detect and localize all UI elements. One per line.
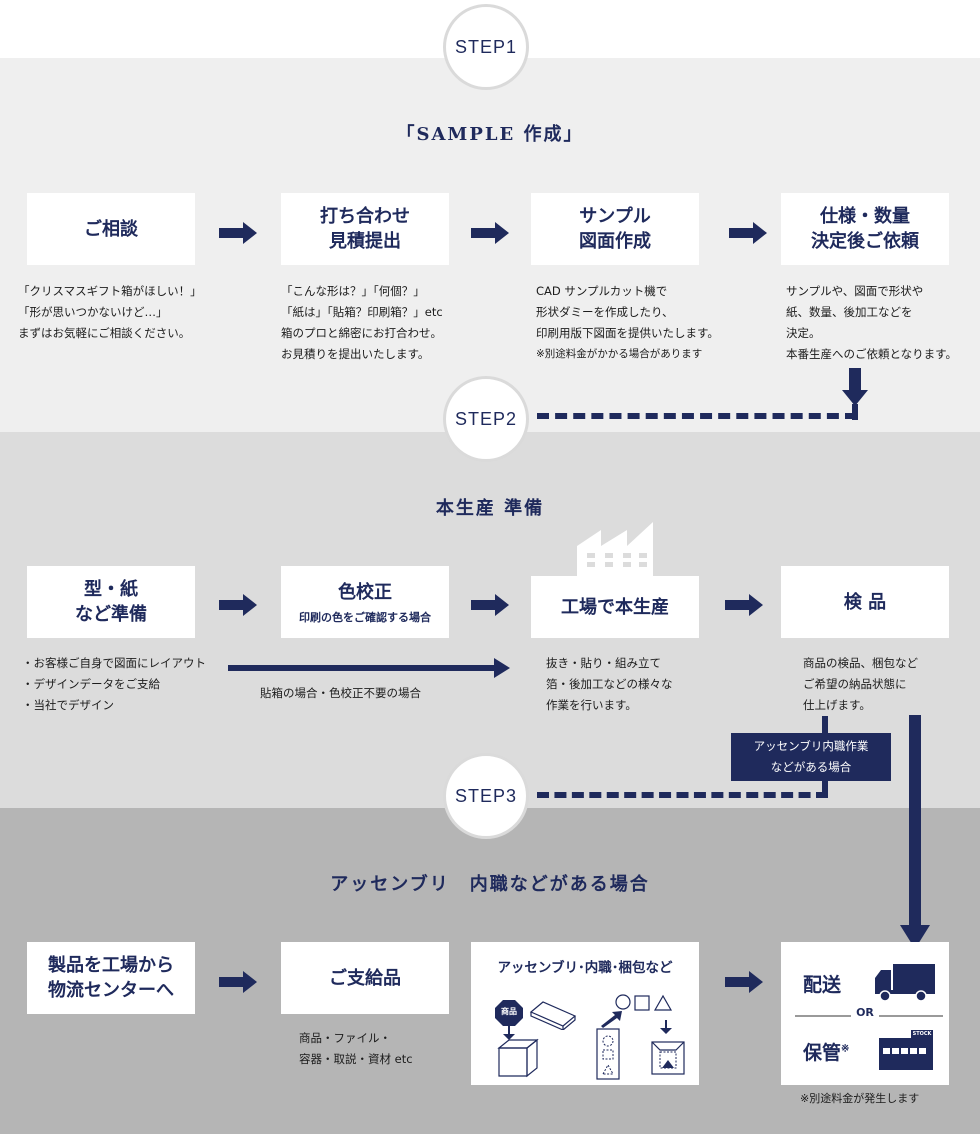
box-label: 打ち合わせ xyxy=(320,206,410,227)
divider xyxy=(879,1015,943,1017)
section1-title: 「SAMPLE 作成」 xyxy=(396,124,584,145)
arrow-right-icon xyxy=(729,222,767,244)
arrow-right-icon xyxy=(725,594,763,616)
meeting-description: 「こんな形は？」「何個？」 「紙は」「貼箱？印刷箱？」etc 箱のプロと綿密にお… xyxy=(281,284,443,361)
arrow-right-icon xyxy=(471,222,509,244)
extra-fee-note: ※別途料金が発生します xyxy=(800,1092,920,1105)
truck-icon xyxy=(875,964,935,1002)
box-label: 仕様・数量 xyxy=(820,206,910,227)
box-label: 型・紙 xyxy=(84,579,138,600)
box-icon xyxy=(497,1038,539,1078)
step-meeting-box: 打ち合わせ 見積提出 xyxy=(281,193,449,265)
arrow-down-icon xyxy=(900,925,930,949)
box-label: など準備 xyxy=(75,604,147,625)
product-badge-icon xyxy=(495,1000,523,1026)
arrow-up-right-icon xyxy=(601,1011,622,1028)
arrow-right-icon xyxy=(219,222,257,244)
bypass-label: 貼箱の場合・色校正不要の場合 xyxy=(260,686,421,700)
box-label: 物流センターへ xyxy=(48,980,174,1001)
factory-icon xyxy=(577,522,653,578)
step-sample-box: サンプル 図面作成 xyxy=(531,193,699,265)
color-proof-box: 色校正 印刷の色をご確認する場合 xyxy=(281,566,449,638)
box-label: 色校正 xyxy=(338,581,392,603)
box-label: ご支給品 xyxy=(329,967,401,989)
tray-icon xyxy=(596,1028,620,1080)
connector-dash xyxy=(852,404,858,420)
arrow-right-icon xyxy=(219,594,257,616)
materials-box: 型・紙 など準備 xyxy=(27,566,195,638)
delivery-label: 配送 xyxy=(803,974,842,996)
connector-dash xyxy=(822,716,828,734)
step2-badge: STEP2 xyxy=(443,376,529,462)
panel-icon xyxy=(529,1001,577,1030)
stock-sign: STOCK xyxy=(912,1031,932,1037)
connector-dash xyxy=(822,781,828,797)
production-description: 抜き・貼り・組み立て 箔・後加工などの様々な 作業を行います。 xyxy=(546,656,673,712)
box-label: 決定後ご依頼 xyxy=(811,231,919,252)
storage-label: 保管※ xyxy=(803,1042,850,1064)
warehouse-icon xyxy=(879,1030,933,1070)
step-consultation-box: ご相談 xyxy=(27,193,195,265)
supplied-goods-box: ご支給品 xyxy=(281,942,449,1014)
shapes-icon xyxy=(615,994,673,1011)
section2-title: 本生産 準備 xyxy=(435,498,545,519)
arrow-right-icon xyxy=(725,971,763,993)
factory-production-box: 工場で本生産 xyxy=(531,576,699,638)
sample-description: CAD サンプルカット機で 形状ダミーを作成したり、 印刷用版下図面を提供いたし… xyxy=(536,281,719,365)
arrow-down-icon xyxy=(503,1026,515,1040)
or-label: OR xyxy=(856,1006,874,1019)
bypass-arrow-icon xyxy=(228,658,510,678)
extra-fee-note: ※別途料金がかかる場合があります xyxy=(536,348,703,360)
step1-badge: STEP1 xyxy=(443,4,529,90)
assembly-condition-label: アッセンブリ内職作業 などがある場合 xyxy=(731,733,891,781)
inspection-description: 商品の検品、梱包など ご希望の納品状態に 仕上げます。 xyxy=(803,656,918,712)
box-label: 製品を工場から xyxy=(48,955,174,976)
divider xyxy=(795,1015,851,1017)
arrow-right-icon xyxy=(471,594,509,616)
box-label: 図面作成 xyxy=(579,231,651,252)
arrow-right-icon xyxy=(219,971,257,993)
supplied-goods-description: 商品・ファイル・ 容器・取説・資材 etc xyxy=(299,1031,413,1066)
section3-title: アッセンブリ 内職などがある場合 xyxy=(330,874,650,895)
arrow-down-icon xyxy=(842,368,868,406)
order-description: サンプルや、図面で形状や 紙、数量、後加工などを 決定。 本番生産へのご依頼とな… xyxy=(786,284,958,361)
packed-box-icon xyxy=(651,1041,685,1075)
delivery-storage-box: 配送 OR 保管※ STOCK xyxy=(781,942,949,1085)
connector-dash xyxy=(537,413,857,419)
box-label: ご相談 xyxy=(84,218,138,240)
step-order-box: 仕様・数量 決定後ご依頼 xyxy=(781,193,949,265)
materials-description: ・お客様ご自身で図面にレイアウト ・デザインデータをご支給 ・当社でデザイン xyxy=(22,656,206,712)
assembly-work-box: アッセンブリ･内職･梱包など 商品 xyxy=(471,942,699,1085)
step3-badge: STEP3 xyxy=(443,753,529,839)
box-sublabel: 印刷の色をご確認する場合 xyxy=(299,610,431,624)
box-label: アッセンブリ･内職･梱包など xyxy=(497,960,673,976)
arrow-down-icon xyxy=(660,1020,672,1034)
consultation-description: 「クリスマスギフト箱がほしい！」 「形が思いつかないけど…」 まずはお気軽にご相… xyxy=(18,284,202,340)
product-badge-label: 商品 xyxy=(501,1007,517,1016)
connector-dash xyxy=(537,792,828,798)
inspection-box: 検 品 xyxy=(781,566,949,638)
box-label: 検 品 xyxy=(843,591,887,613)
direct-delivery-line xyxy=(909,715,921,929)
box-label: サンプル xyxy=(579,206,651,227)
transfer-box: 製品を工場から 物流センターへ xyxy=(27,942,195,1014)
box-label: 工場で本生産 xyxy=(561,596,669,618)
box-label: 見積提出 xyxy=(329,231,401,252)
